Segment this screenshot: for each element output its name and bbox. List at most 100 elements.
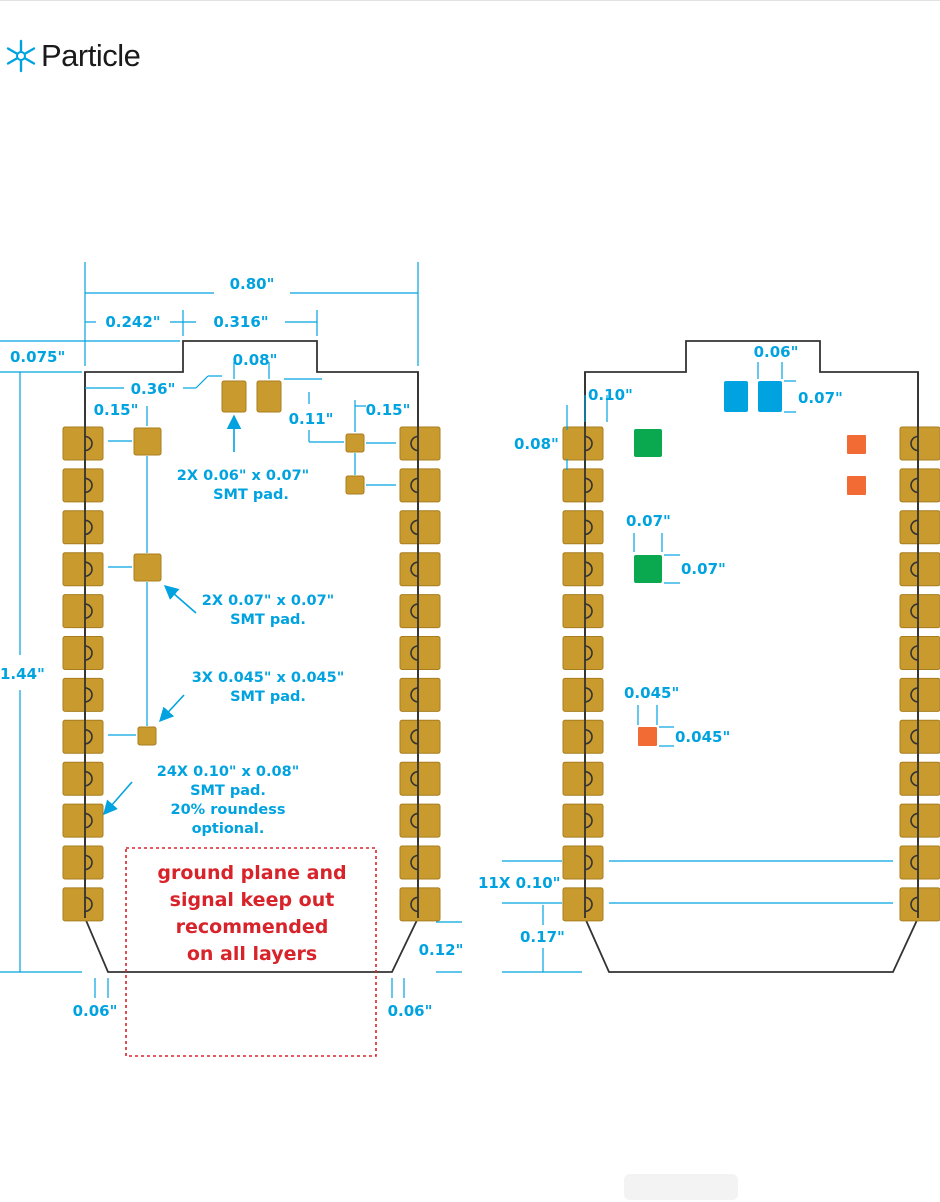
right-castellation-left-1 <box>584 435 593 452</box>
left-edge-pad-left-2 <box>62 468 104 503</box>
right-edge-pad-left-7 <box>562 677 604 712</box>
dim-edge-pad-height: 0.08" <box>514 435 559 453</box>
left-edge-pad-left-10 <box>62 803 104 838</box>
note-edge-pads-line-2: SMT pad. <box>190 783 266 799</box>
left-castellation-left-3 <box>84 519 93 536</box>
left-castellation-left-5 <box>84 603 93 619</box>
right-edge-pad-right-10 <box>899 803 940 838</box>
particle-logo[interactable]: Particle <box>4 38 141 74</box>
dim-overall-width: 0.80" <box>230 275 275 293</box>
green-pad-middle <box>634 555 662 583</box>
left-castellation-right-12 <box>410 896 419 913</box>
right-edge-pad-left-3 <box>562 510 604 545</box>
left-castellation-right-9 <box>410 770 419 787</box>
left-edge-pad-right-8 <box>399 719 441 754</box>
right-edge-pad-right-5 <box>899 594 940 629</box>
right-castellation-left-12 <box>584 896 593 913</box>
orange-pad-c <box>638 727 657 746</box>
dim-pitch-label: 11X 0.10" <box>478 874 561 892</box>
left-edge-pad-left-3 <box>62 510 104 545</box>
left-castellation-left-7 <box>84 687 93 703</box>
right-castellation-left-2 <box>584 477 593 494</box>
right-edge-pad-left-5 <box>562 594 604 629</box>
left-castellation-right-10 <box>410 812 419 829</box>
left-edge-pad-right-4 <box>399 552 441 587</box>
particle-star-icon <box>6 39 36 73</box>
keepout-line-4: on all layers <box>187 943 317 965</box>
left-edge-pad-left-4 <box>62 552 104 587</box>
left-castellation-right-3 <box>410 519 419 536</box>
keepout-line-2: signal keep out <box>170 889 335 911</box>
left-edge-pad-left-1 <box>62 426 104 461</box>
left-edge-pad-right-3 <box>399 510 441 545</box>
dim-bottom-bevel-height: 0.12" <box>419 941 464 959</box>
left-edge-pad-left-7 <box>62 677 104 712</box>
left-castellation-right-4 <box>410 561 419 577</box>
right-castellation-left-4 <box>584 561 593 577</box>
pad-0045-c <box>137 726 157 746</box>
left-castellation-right-11 <box>410 854 419 871</box>
left-edge-pad-right-10 <box>399 803 441 838</box>
green-pad-top <box>634 429 662 457</box>
left-castellation-left-9 <box>84 770 93 787</box>
note-edge-pads-line-1: 24X 0.10" x 0.08" <box>157 764 300 780</box>
left-castellation-left-4 <box>84 561 93 577</box>
dim-pad-pair-spacing: 0.08" <box>233 351 278 369</box>
dim-orange-pad-height: 0.045" <box>675 728 730 746</box>
note-edge-pads-line-4: optional. <box>192 821 265 837</box>
dim-overall-height: 1.44" <box>0 665 45 683</box>
right-castellation-right-3 <box>910 519 919 536</box>
dim-left-offset: 0.242" <box>105 313 160 331</box>
left-edge-pad-right-12 <box>399 887 441 922</box>
right-edge-pad-right-2 <box>899 468 940 503</box>
right-edge-pad-left-9 <box>562 761 604 796</box>
pad-007-middle <box>133 553 162 582</box>
right-castellation-right-9 <box>910 770 919 787</box>
top-divider <box>0 0 940 1</box>
dim-notch-depth: 0.075" <box>10 348 65 366</box>
dim-left-inner-col: 0.15" <box>94 401 139 419</box>
right-edge-pad-right-11 <box>899 845 940 880</box>
right-castellation-left-11 <box>584 854 593 871</box>
right-edge-pads <box>562 372 940 922</box>
dim-bottom-right-bevel: 0.06" <box>388 1002 433 1020</box>
keepout-zone <box>125 847 377 1057</box>
left-castellation-left-12 <box>84 896 93 913</box>
dim-small-pad-offset: 0.11" <box>289 410 334 428</box>
right-footprint: 0.06" 0.07" 0.10" 0.08" 0.07" 0.07" 0.04… <box>478 340 940 973</box>
right-castellation-left-7 <box>584 687 593 703</box>
right-edge-pad-right-6 <box>899 636 940 670</box>
right-edge-pad-right-12 <box>899 887 940 922</box>
dim-bottom-left-bevel: 0.06" <box>73 1002 118 1020</box>
pad-007-top <box>133 427 162 456</box>
right-castellation-right-8 <box>910 729 919 745</box>
dim-orange-pad-width: 0.045" <box>624 684 679 702</box>
right-castellation-left-6 <box>584 645 593 661</box>
right-edge-pad-right-8 <box>899 719 940 754</box>
right-edge-pad-right-9 <box>899 761 940 796</box>
left-castellation-left-6 <box>84 645 93 661</box>
right-castellation-left-9 <box>584 770 593 787</box>
dim-green-pad-width: 0.07" <box>626 512 671 530</box>
dim-inner-pad-offset: 0.36" <box>131 380 176 398</box>
pad-0045-b <box>345 475 365 495</box>
right-edge-pad-right-1 <box>899 426 940 461</box>
right-edge-pad-left-10 <box>562 803 604 838</box>
left-edge-pad-right-1 <box>399 426 441 461</box>
note-pad-007-line-2: SMT pad. <box>230 612 306 628</box>
left-edge-pad-right-2 <box>399 468 441 503</box>
orange-pad-a <box>847 435 866 454</box>
left-castellation-left-10 <box>84 812 93 829</box>
bottom-pill <box>624 1174 738 1200</box>
right-castellation-left-10 <box>584 812 593 829</box>
left-castellation-left-8 <box>84 729 93 745</box>
pad-006-right <box>256 380 282 413</box>
left-castellation-left-2 <box>84 477 93 494</box>
dim-edge-pad-length: 0.10" <box>588 386 633 404</box>
right-edge-pad-left-4 <box>562 552 604 587</box>
left-footprint: ground plane and signal keep out recomme… <box>0 262 464 1057</box>
left-edge-pad-left-8 <box>62 719 104 754</box>
note-pad-0045-line-1: 3X 0.045" x 0.045" <box>192 670 345 686</box>
dim-bottom-offset: 0.17" <box>520 928 565 946</box>
